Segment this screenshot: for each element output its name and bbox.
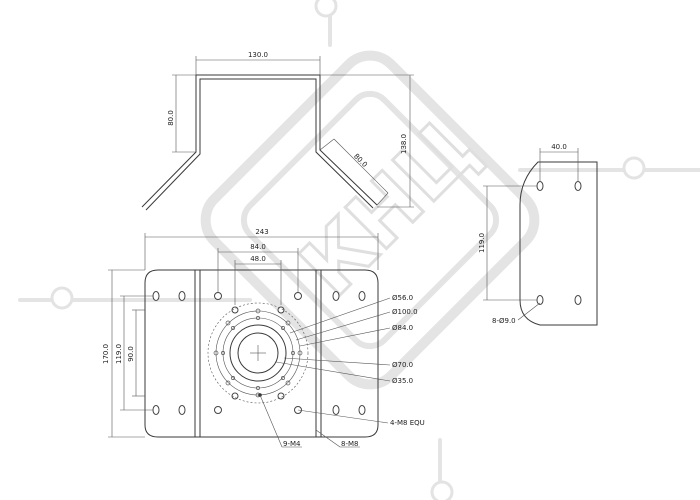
side-holes-label: 8-Ø9.0 [492, 317, 516, 325]
diameter-84-label: Ø84.0 [392, 324, 413, 332]
diameter-56-label: Ø56.0 [392, 294, 413, 302]
plate-48-label: 48.0 [250, 255, 266, 263]
side-plate: 40.0 119.0 8-Ø9.0 [478, 143, 598, 326]
plate-width-label: 243 [255, 228, 268, 236]
main-plate: 243 84.0 48.0 170.0 119.0 90.0 [102, 228, 425, 448]
right-flange-holes [332, 291, 366, 415]
diameter-70-label: Ø70.0 [392, 361, 413, 369]
plate-84-label: 84.0 [250, 243, 266, 251]
diameter-35-label: Ø35.0 [392, 377, 413, 385]
callout-m8-equ: 4-M8 EQU [390, 419, 425, 427]
diameter-100-label: Ø100.0 [392, 308, 418, 316]
m8-holes [214, 292, 302, 414]
center-bolt-pattern [207, 302, 309, 404]
watermark-dots [50, 0, 646, 500]
bracket-height-label: 80.0 [167, 110, 175, 126]
callout-9-m4: 9-M4 [283, 440, 301, 448]
left-flange-holes [152, 291, 186, 415]
bracket-width-label: 130.0 [248, 51, 268, 59]
plate-height-90-label: 90.0 [127, 346, 135, 362]
side-width-label: 40.0 [551, 143, 567, 151]
diameter-leaders [259, 297, 391, 448]
plate-height-119-label: 119.0 [115, 344, 123, 364]
side-height-label: 119.0 [478, 233, 486, 253]
plate-height-170-label: 170.0 [102, 344, 110, 364]
bracket-total-height-label: 138.0 [400, 134, 408, 154]
callout-8-m8: 8-M8 [341, 440, 358, 448]
